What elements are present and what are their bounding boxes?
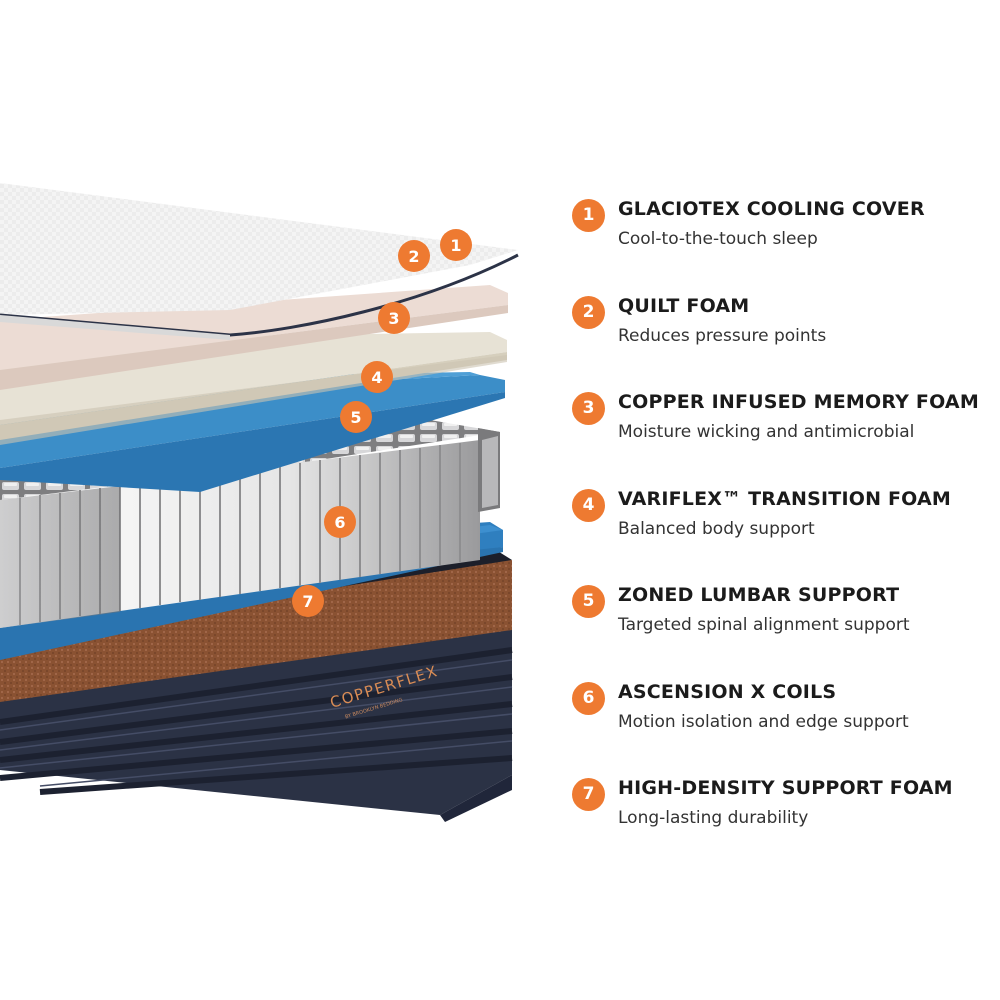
legend-title: COPPER INFUSED MEMORY FOAM bbox=[618, 391, 979, 413]
legend-title: VARIFLEX™ TRANSITION FOAM bbox=[618, 487, 952, 510]
legend-number-badge: 5 bbox=[572, 585, 605, 618]
legend-description: Long-lasting durability bbox=[618, 808, 809, 828]
legend-item-5: 5 ZONED LUMBAR SUPPORT Targeted spinal a… bbox=[572, 582, 992, 679]
legend-number-badge: 2 bbox=[572, 295, 605, 329]
legend-item-1: 1 GLACIOTEX COOLING COVER Cool-to-the-to… bbox=[572, 196, 992, 293]
marker-7: 7 bbox=[292, 585, 324, 617]
marker-2-label: 2 bbox=[408, 247, 419, 266]
legend-number-badge: 6 bbox=[572, 681, 605, 715]
marker-5: 5 bbox=[340, 401, 372, 433]
legend-description: Moisture wicking and antimicrobial bbox=[618, 422, 915, 442]
legend-description: Balanced body support bbox=[618, 518, 815, 539]
marker-7-label: 7 bbox=[302, 592, 313, 611]
legend-description: Motion isolation and edge support bbox=[618, 711, 909, 732]
legend-number-badge: 3 bbox=[572, 392, 605, 425]
legend-title: GLACIOTEX COOLING COVER bbox=[618, 198, 925, 220]
marker-4: 4 bbox=[361, 361, 393, 393]
legend-description: Cool-to-the-touch sleep bbox=[618, 229, 818, 249]
legend-item-6: 6 ASCENSION X COILS Motion isolation and… bbox=[572, 679, 992, 776]
marker-1: 1 bbox=[440, 229, 472, 261]
legend-item-7: 7 HIGH-DENSITY SUPPORT FOAM Long-lasting… bbox=[572, 775, 992, 872]
legend-title: HIGH-DENSITY SUPPORT FOAM bbox=[618, 777, 953, 799]
layer-legend: 1 GLACIOTEX COOLING COVER Cool-to-the-to… bbox=[572, 196, 992, 872]
legend-number-badge: 4 bbox=[572, 488, 605, 522]
marker-3: 3 bbox=[378, 302, 410, 334]
marker-5-label: 5 bbox=[350, 408, 361, 427]
legend-item-2: 2 QUILT FOAM Reduces pressure points bbox=[572, 293, 992, 390]
legend-title: ZONED LUMBAR SUPPORT bbox=[618, 584, 900, 606]
legend-number-badge: 7 bbox=[572, 778, 605, 811]
legend-description: Targeted spinal alignment support bbox=[618, 615, 910, 635]
mattress-illustration: COPPERFLEX BY BROOKLYN BEDDING bbox=[0, 183, 519, 822]
marker-4-label: 4 bbox=[371, 368, 382, 387]
legend-description: Reduces pressure points bbox=[618, 325, 827, 346]
legend-title: QUILT FOAM bbox=[618, 294, 750, 317]
legend-title: ASCENSION X COILS bbox=[618, 680, 837, 703]
marker-1-label: 1 bbox=[450, 236, 461, 255]
marker-2: 2 bbox=[398, 240, 430, 272]
legend-item-4: 4 VARIFLEX™ TRANSITION FOAM Balanced bod… bbox=[572, 486, 992, 583]
layer-cooling-cover bbox=[0, 183, 519, 340]
marker-6-label: 6 bbox=[334, 513, 345, 532]
legend-number-badge: 1 bbox=[572, 199, 605, 232]
legend-item-3: 3 COPPER INFUSED MEMORY FOAM Moisture wi… bbox=[572, 389, 992, 486]
marker-6: 6 bbox=[324, 506, 356, 538]
marker-3-label: 3 bbox=[388, 309, 399, 328]
